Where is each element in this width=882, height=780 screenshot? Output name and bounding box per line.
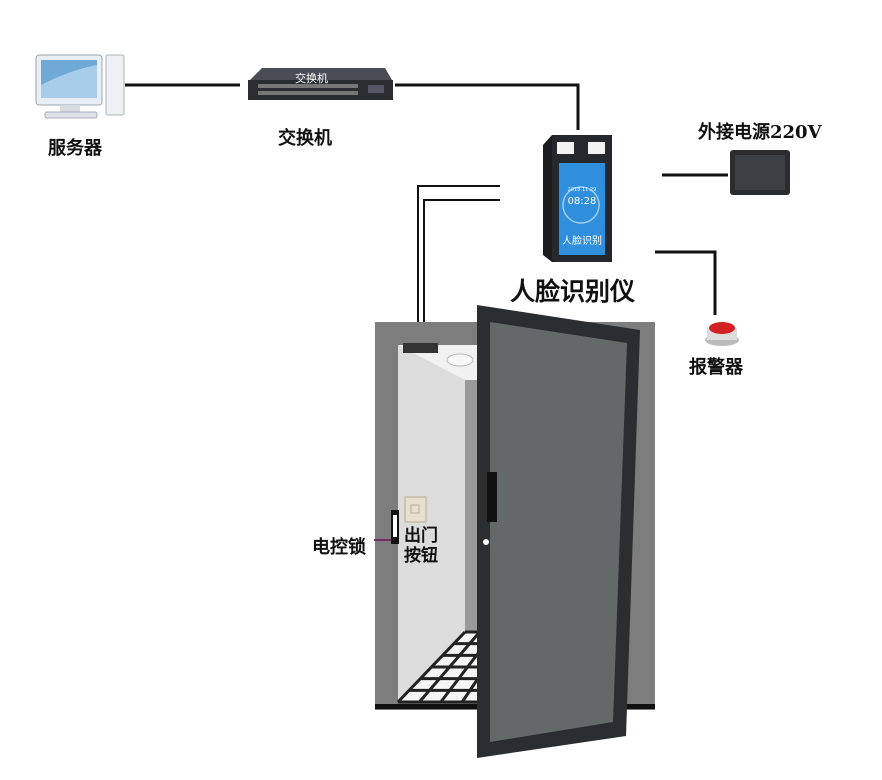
screen-caption: 人脸识别	[562, 236, 602, 247]
exit-button-icon	[404, 496, 427, 523]
exit-button-label-line2: 按钮	[404, 546, 438, 566]
exit-button-label-line1: 出门	[404, 526, 438, 546]
power-supply-icon	[730, 150, 790, 195]
wire-switch-face	[395, 83, 580, 130]
lock-label: 电控锁	[312, 537, 366, 558]
wire-face-lock-a	[417, 185, 500, 345]
server-icon	[35, 54, 125, 119]
screen-date: 2018.11.29	[567, 187, 597, 193]
switch-label: 交换机	[278, 128, 332, 149]
switch-device-text: 交换机	[295, 72, 328, 85]
face-device-label: 人脸识别仪	[510, 277, 636, 306]
wire-face-lock-b	[423, 199, 500, 345]
floor-grid-line	[418, 631, 481, 703]
server-label: 服务器	[48, 138, 102, 159]
wire-face-alarm	[655, 250, 717, 315]
exit-button-label: 出门 按钮	[404, 526, 438, 566]
alarm-icon	[705, 322, 739, 346]
switch-icon	[248, 68, 393, 100]
magnetic-lock-icon	[403, 343, 438, 353]
door-leaf	[477, 305, 640, 758]
alarm-label: 报警器	[689, 357, 743, 378]
power-label: 外接电源220V	[698, 122, 822, 143]
ceiling-sensor-icon	[446, 353, 474, 367]
floor-grid-line	[396, 630, 467, 704]
face-recognition-device-icon	[543, 135, 612, 262]
screen-time: 08:28	[567, 196, 597, 207]
